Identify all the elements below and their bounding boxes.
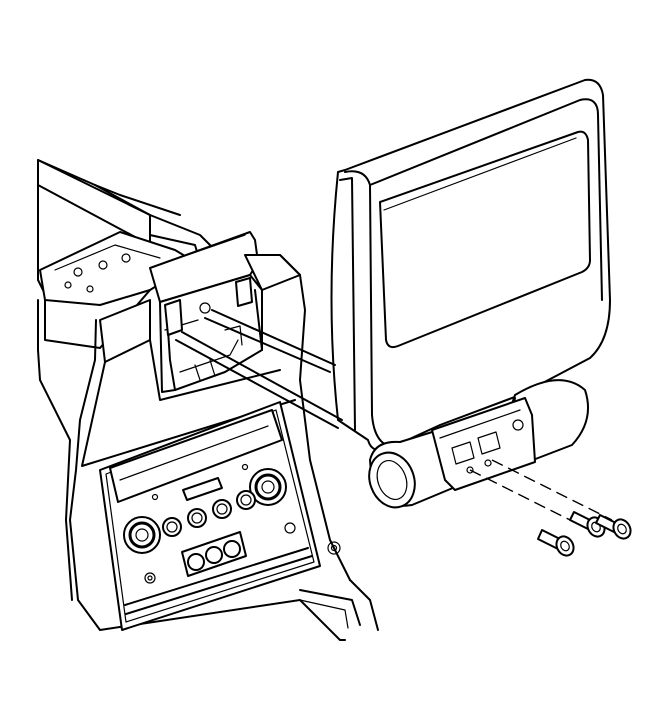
center-console [37,159,379,641]
alignment-guides [175,309,613,526]
headrest-display [330,78,611,509]
guide-post [164,299,183,336]
guide-post [235,277,253,307]
mounting-screw [537,529,575,557]
radio-faceplate [99,401,341,631]
mounting-screw [595,514,632,540]
